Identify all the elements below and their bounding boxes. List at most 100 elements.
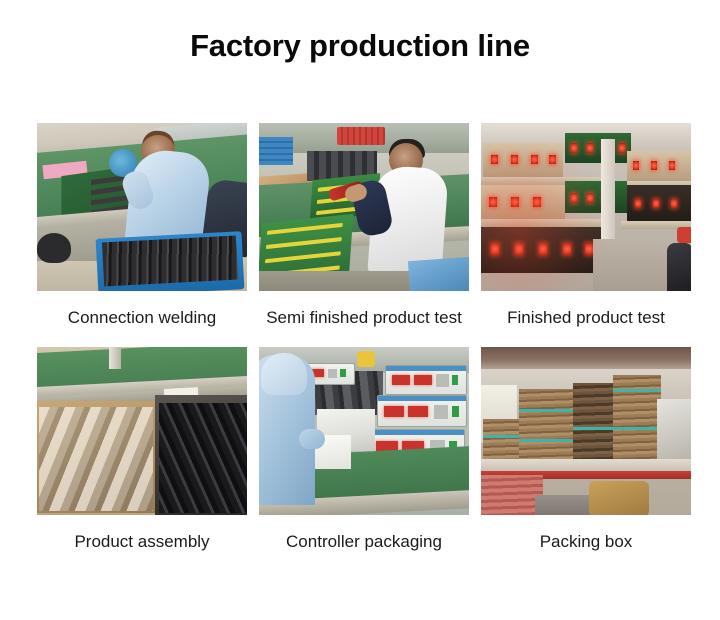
gallery-row: Product assembly	[37, 347, 692, 553]
photo4-black-components	[159, 403, 247, 513]
photo4-bagged-parts	[39, 407, 153, 511]
photo2-blue-box	[259, 137, 293, 165]
photo2-blue-chair	[407, 256, 469, 291]
photo3-led	[571, 193, 577, 203]
photo2-terminal-strip	[264, 251, 341, 264]
photo5-unit-top-strip	[370, 430, 464, 435]
photo5-green-button	[452, 375, 458, 385]
photo6-carton-bundle	[613, 375, 661, 461]
page-title: Factory production line	[190, 28, 530, 63]
photo6-carton-bundle	[573, 383, 619, 461]
photo3-led	[669, 161, 675, 170]
photo-caption: Controller packaging	[286, 532, 442, 551]
photo5-worker-hand	[299, 429, 325, 449]
photo3-shelf-board	[481, 177, 603, 185]
photo3-dark-unit-row	[481, 227, 605, 273]
gallery-cell: Connection welding	[37, 123, 247, 329]
photo-caption: Product assembly	[74, 532, 210, 551]
photo-connection-welding	[37, 123, 247, 291]
photo5-led-display	[408, 406, 428, 417]
photo3-green-unit-row	[565, 181, 627, 213]
photo6-strap	[573, 427, 619, 430]
photo6-strap	[519, 439, 577, 442]
photo5-switch	[436, 374, 449, 387]
photo-semi-finished-product-test	[259, 123, 469, 291]
photo5-led-display	[384, 406, 404, 417]
photo3-led	[531, 155, 538, 164]
gallery-cell: Product assembly	[37, 347, 247, 553]
photo-packing-box	[481, 347, 691, 515]
gallery-row: Connection welding	[37, 123, 692, 329]
photo6-strap	[613, 427, 661, 430]
photo3-led	[489, 197, 497, 207]
photo1-black-bag	[37, 233, 71, 263]
photo-caption: Finished product test	[507, 308, 665, 327]
photo3-right-unit-row	[627, 151, 691, 181]
photo3-led	[587, 143, 593, 153]
photo3-led	[563, 243, 571, 255]
photo5-yellow-object	[357, 351, 375, 367]
gallery-cell: Packing box	[481, 347, 691, 553]
photo3-led	[539, 243, 547, 255]
photo-gallery-grid: Connection welding	[37, 123, 692, 553]
photo3-led	[549, 155, 556, 164]
photo3-shelf-post	[601, 139, 615, 265]
gallery-cell: Controller packaging	[259, 347, 469, 553]
photo4-bench-post	[109, 347, 121, 369]
photo5-controller-unit	[385, 365, 467, 395]
photo5-worker-hood	[261, 353, 307, 395]
photo6-carton-bundle	[519, 389, 577, 461]
photo-caption: Packing box	[539, 532, 633, 551]
photo-controller-packaging	[259, 347, 469, 515]
photo3-red-object	[677, 227, 691, 243]
photo6-strap	[519, 409, 577, 412]
photo3-person	[667, 243, 691, 291]
photo3-right-unit-row	[627, 185, 691, 221]
photo3-led	[587, 193, 593, 203]
photo6-lower-stack	[481, 475, 543, 515]
photo-caption: Connection welding	[67, 308, 217, 327]
photo3-led	[585, 243, 593, 255]
photo3-led	[511, 155, 518, 164]
photo2-terminal-strip	[266, 222, 343, 235]
photo3-led	[491, 243, 499, 255]
photo6-floor-items	[535, 495, 597, 515]
photo1-crate-components	[101, 235, 239, 287]
photo6-ceiling-beam	[481, 347, 691, 369]
photo3-led	[491, 155, 498, 164]
photo3-led	[511, 197, 519, 207]
photo5-switch	[328, 369, 337, 378]
photo5-switch	[434, 405, 448, 419]
photo6-sack	[589, 481, 649, 515]
gallery-cell: Semi finished product test	[259, 123, 469, 329]
photo3-tan-unit-row	[481, 185, 565, 219]
photo3-led	[635, 199, 641, 208]
photo6-strap	[613, 389, 661, 392]
photo2-terminal-strip	[265, 237, 342, 250]
photo3-tan-unit-row	[483, 143, 563, 177]
photo5-controller-unit	[307, 363, 355, 385]
photo5-unit-top-strip	[378, 396, 466, 401]
photo3-led-glow	[481, 141, 605, 291]
photo6-shelf-edge	[481, 471, 691, 479]
gallery-cell: Finished product test	[481, 123, 691, 329]
photo3-led	[653, 199, 659, 208]
photo2-red-basket	[337, 127, 385, 145]
photo-finished-product-test	[481, 123, 691, 291]
photo3-led	[571, 143, 577, 153]
photo5-led-display	[312, 369, 324, 377]
photo3-led	[533, 197, 541, 207]
photo3-led	[515, 243, 523, 255]
photo3-shelf-board	[481, 219, 605, 227]
photo5-green-button	[452, 406, 459, 417]
photo3-led	[633, 161, 639, 170]
photo3-led	[651, 161, 657, 170]
photo5-green-button	[340, 369, 346, 377]
photo5-unit-top-strip	[386, 366, 466, 371]
photo6-strap	[483, 435, 527, 438]
photo-product-assembly	[37, 347, 247, 515]
photo3-led	[671, 199, 677, 208]
photo5-controller-unit	[377, 395, 467, 427]
photo6-shelf-board	[481, 459, 691, 473]
